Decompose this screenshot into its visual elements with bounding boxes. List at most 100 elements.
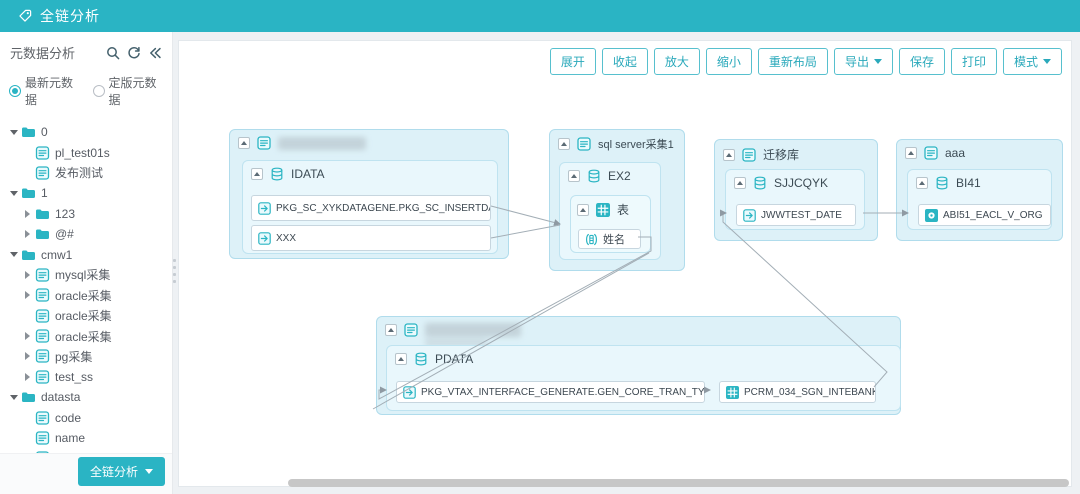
button-label: 全链分析	[90, 463, 138, 480]
datasource-icon	[35, 349, 50, 363]
datasource-icon	[35, 166, 50, 180]
node-title: aaa	[945, 146, 965, 160]
column-node[interactable]: 姓名	[578, 229, 641, 249]
caret-right-icon[interactable]	[21, 210, 34, 218]
sidebar-resize-grip[interactable]	[171, 252, 178, 290]
system-node-migration[interactable]: 迁移库 SJJCQYK JWWTEST_DATE	[714, 139, 878, 241]
horizontal-scrollbar[interactable]	[288, 479, 1069, 487]
tree-item-doc[interactable]: oracle采集	[0, 285, 172, 305]
schema-group-sjjcqyk[interactable]: SJJCQYK JWWTEST_DATE	[725, 169, 865, 230]
radio-fixed-metadata[interactable]: 定版元数据	[93, 74, 165, 108]
save-button[interactable]: 保存	[899, 48, 945, 75]
print-button[interactable]: 打印	[951, 48, 997, 75]
system-node-redacted-2[interactable]: PDATA PKG_VTAX_INTERFACE_GENERATE.GEN_CO…	[376, 316, 901, 415]
caret-down-icon[interactable]	[7, 130, 20, 135]
collapse-toggle-icon[interactable]	[577, 204, 589, 216]
tree-item-doc[interactable]: mysql采集	[0, 265, 172, 285]
full-chain-analysis-button[interactable]: 全链分析	[78, 457, 165, 486]
database-icon	[270, 167, 284, 181]
export-dropdown-button[interactable]: 导出	[834, 48, 893, 75]
collapse-toggle-icon[interactable]	[723, 149, 735, 161]
tree-item-folder[interactable]: 1	[0, 183, 172, 203]
collapse-toggle-icon[interactable]	[395, 353, 407, 365]
tree-item-label: cmw1	[41, 248, 72, 262]
system-node-redacted-1[interactable]: IDATA PKG_SC_XYKDATAGENE.PKG_SC_INSERTDA…	[229, 129, 509, 259]
procedure-node[interactable]: JWWTEST_DATE	[736, 204, 856, 226]
collapse-toggle-icon[interactable]	[251, 168, 263, 180]
redacted-node-title	[278, 137, 366, 150]
tree-item-doc[interactable]: 发布测试	[0, 163, 172, 183]
folder-icon	[21, 248, 36, 262]
table-node[interactable]: PCRM_034_SGN_INTEBANK	[719, 381, 876, 403]
procedure-node[interactable]: PKG_VTAX_INTERFACE_GENERATE.GEN_CORE_TRA…	[396, 381, 705, 403]
collapse-toggle-icon[interactable]	[558, 138, 570, 150]
group-header: 表	[571, 196, 650, 221]
search-icon[interactable]	[106, 46, 120, 60]
tree-item-label: pg采集	[55, 348, 92, 365]
procedure-node[interactable]: PKG_SC_XYKDATAGENE.PKG_SC_INSERTDATA	[251, 195, 491, 221]
collapse-sidebar-icon[interactable]	[148, 46, 162, 60]
folder-icon	[35, 207, 50, 221]
canvas-toolbar: 展开 收起 放大 缩小 重新布局 导出 保存 打印 模式	[550, 48, 1062, 75]
node-label: ABI51_EACL_V_ORG	[943, 210, 1043, 221]
radio-latest-metadata[interactable]: 最新元数据	[9, 74, 81, 108]
relayout-button[interactable]: 重新布局	[758, 48, 828, 75]
procedure-icon	[258, 202, 271, 215]
node-label: 姓名	[603, 231, 625, 247]
collapse-toggle-icon[interactable]	[568, 170, 580, 182]
tree-item-label: 0	[41, 125, 48, 139]
app-header: 全链分析	[0, 0, 1080, 32]
caret-down-icon[interactable]	[7, 191, 20, 196]
tree-item-folder[interactable]: 0	[0, 122, 172, 142]
table-icon	[596, 203, 610, 217]
schema-group-bi41[interactable]: BI41 ABI51_EACL_V_ORG	[907, 169, 1052, 230]
metadata-tree: 0 pl_test01s 发布测试 1 123 @# cmw1 mysql采集 …	[0, 122, 172, 454]
datasource-icon	[35, 329, 50, 343]
tree-item-doc[interactable]: test_ss	[0, 367, 172, 387]
zoom-in-button[interactable]: 放大	[654, 48, 700, 75]
tree-item-folder[interactable]: @#	[0, 224, 172, 244]
tree-item-folder[interactable]: datasta	[0, 387, 172, 407]
schema-group-ex2[interactable]: EX2 表 姓名	[559, 162, 661, 260]
expand-button[interactable]: 展开	[550, 48, 596, 75]
tree-item-doc[interactable]: oracle采集	[0, 306, 172, 326]
caret-right-icon[interactable]	[21, 332, 34, 340]
caret-down-icon[interactable]	[7, 395, 20, 400]
tree-item-doc[interactable]: code	[0, 407, 172, 427]
caret-right-icon[interactable]	[21, 271, 34, 279]
view-node[interactable]: ABI51_EACL_V_ORG	[918, 204, 1051, 226]
schema-group-idata[interactable]: IDATA PKG_SC_XYKDATAGENE.PKG_SC_INSERTDA…	[242, 160, 498, 254]
collapse-toggle-icon[interactable]	[905, 147, 917, 159]
tree-item-folder[interactable]: cmw1	[0, 244, 172, 264]
caret-right-icon[interactable]	[21, 373, 34, 381]
sidebar-header: 元数据分析	[0, 32, 172, 64]
procedure-icon	[403, 386, 416, 399]
system-node-sqlserver[interactable]: sql server采集1 EX2 表 姓名	[549, 129, 685, 271]
radio-selected-dot	[9, 85, 21, 97]
refresh-icon[interactable]	[127, 46, 141, 60]
collapse-toggle-icon[interactable]	[385, 324, 397, 336]
caret-right-icon[interactable]	[21, 230, 34, 238]
tree-item-doc[interactable]: pl_test01s	[0, 142, 172, 162]
procedure-node[interactable]: XXX	[251, 225, 491, 251]
column-icon	[585, 233, 598, 246]
system-node-aaa[interactable]: aaa BI41 ABI51_EACL_V_ORG	[896, 139, 1063, 241]
tree-item-doc[interactable]: oracle采集	[0, 326, 172, 346]
caret-down-icon[interactable]	[7, 252, 20, 257]
mode-dropdown-button[interactable]: 模式	[1003, 48, 1062, 75]
caret-right-icon[interactable]	[21, 291, 34, 299]
datasource-icon	[35, 411, 50, 425]
caret-right-icon[interactable]	[21, 352, 34, 360]
collapse-toggle-icon[interactable]	[734, 177, 746, 189]
tree-item-doc[interactable]: name	[0, 428, 172, 448]
tree-item-folder[interactable]: 123	[0, 204, 172, 224]
schema-group-pdata[interactable]: PDATA PKG_VTAX_INTERFACE_GENERATE.GEN_CO…	[386, 345, 901, 411]
collapse-toggle-icon[interactable]	[238, 137, 250, 149]
tree-item-doc[interactable]: pg采集	[0, 346, 172, 366]
table-group[interactable]: 表 姓名	[570, 195, 651, 253]
collapse-button[interactable]: 收起	[602, 48, 648, 75]
collapse-toggle-icon[interactable]	[916, 177, 928, 189]
node-title: 迁移库	[763, 146, 799, 163]
system-icon	[257, 136, 271, 150]
zoom-out-button[interactable]: 缩小	[706, 48, 752, 75]
